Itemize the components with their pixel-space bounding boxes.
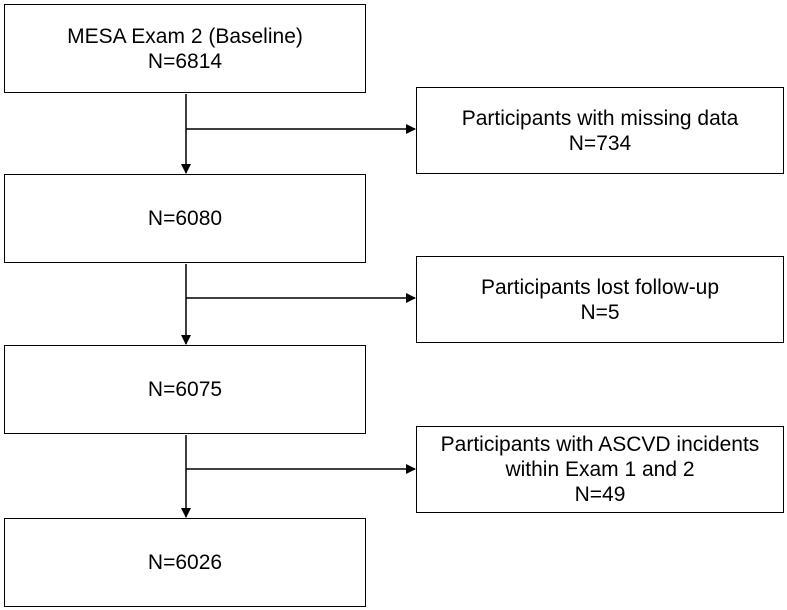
ascvd-label-line-1: Participants with ASCVD incidents (440, 433, 760, 456)
lost-followup-label: Participants lost follow-up (480, 275, 720, 299)
final-count: N=6026 (147, 551, 223, 574)
lost-followup-count: N=5 (580, 300, 620, 324)
baseline-box: MESA Exam 2 (Baseline) N=6814 (4, 4, 366, 93)
step-2-box: N=6080 (4, 174, 366, 263)
missing-data-count: N=734 (568, 131, 632, 155)
missing-data-box: Participants with missing data N=734 (416, 87, 784, 174)
step-3-count: N=6075 (147, 378, 223, 401)
baseline-count: N=6814 (147, 49, 223, 73)
ascvd-box: Participants with ASCVD incidents within… (416, 426, 784, 513)
baseline-title: MESA Exam 2 (Baseline) (67, 24, 303, 48)
lost-followup-box: Participants lost follow-up N=5 (416, 256, 784, 343)
step-2-count: N=6080 (147, 207, 223, 230)
final-box: N=6026 (4, 518, 366, 607)
missing-data-label: Participants with missing data (461, 106, 739, 130)
ascvd-label-line-2: within Exam 1 and 2 (505, 458, 695, 481)
step-3-box: N=6075 (4, 345, 366, 434)
ascvd-count: N=49 (574, 483, 626, 506)
